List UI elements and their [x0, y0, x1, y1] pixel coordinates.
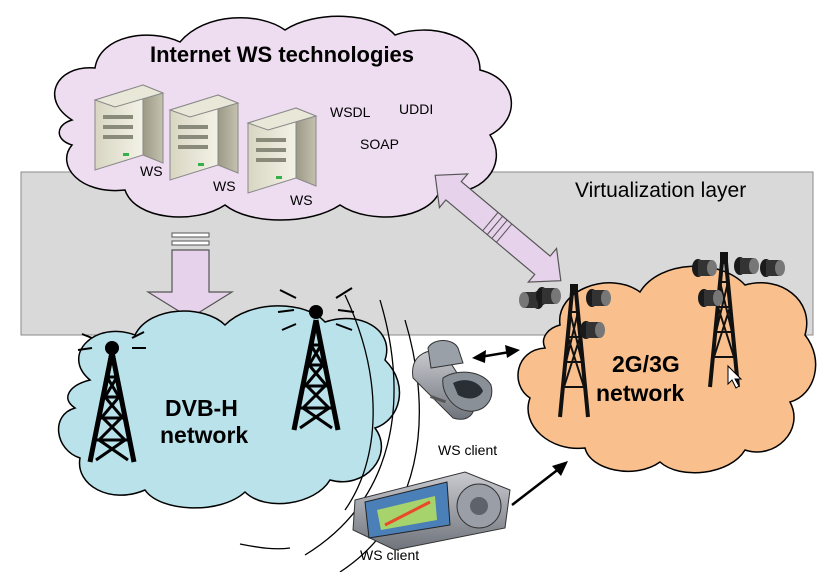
server-1-label: WS: [140, 163, 163, 179]
virtualization-layer-label: Virtualization layer: [575, 179, 746, 202]
mobile-cloud-line2: network: [596, 380, 684, 406]
dvbh-cloud-line2: network: [160, 422, 248, 448]
phone-device: [412, 340, 493, 420]
down-arrow: [145, 232, 235, 319]
broadcast-waves: [239, 294, 420, 572]
internet-cloud-title: Internet WS technologies: [150, 42, 414, 67]
dvbh-tower-left: [77, 331, 146, 462]
navigator-device: [352, 471, 511, 551]
navigator-client-label: WS client: [360, 547, 419, 563]
server-2-label: WS: [213, 178, 236, 194]
server-1: [93, 84, 165, 171]
phone-network-arrow: [472, 345, 520, 363]
mobile-cloud: [517, 265, 817, 474]
dvbh-tower-right: [277, 287, 355, 430]
mobile-cloud-line1: 2G/3G: [612, 351, 680, 377]
cell-tower-right: [692, 252, 785, 389]
phone-client-label: WS client: [438, 442, 497, 458]
cursor-icon: [727, 364, 743, 389]
double-arrow: [434, 173, 562, 283]
cell-tower-left: [519, 284, 611, 419]
protocol-soap: SOAP: [360, 136, 399, 152]
server-2: [168, 94, 240, 181]
server-3: [246, 107, 318, 194]
server-3-label: WS: [290, 192, 313, 208]
protocol-wsdl: WSDL: [330, 104, 371, 120]
dvbh-cloud-line1: DVB-H: [165, 395, 238, 421]
navigator-network-arrow: [511, 461, 568, 506]
protocol-uddi: UDDI: [399, 101, 433, 117]
